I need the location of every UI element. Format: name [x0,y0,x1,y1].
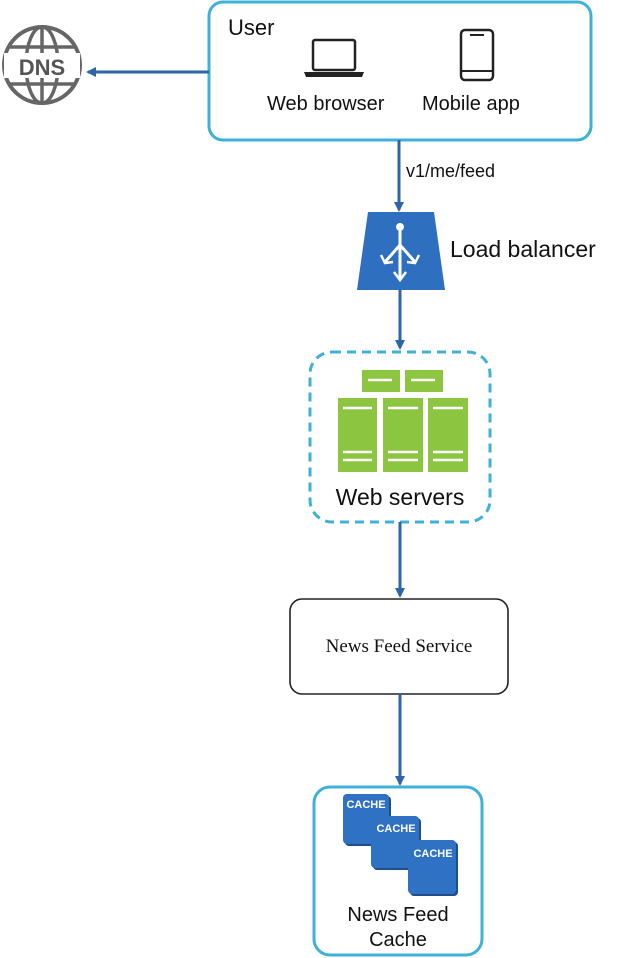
load-balancer-label: Load balancer [450,236,596,262]
load-balancer-icon [357,212,445,290]
globe-icon [2,25,82,105]
cache-label-3: CACHE [413,848,452,860]
news-feed-cache-label-line1: News Feed [347,904,449,926]
web-servers-label: Web servers [335,484,465,510]
cache-label-2: CACHE [376,823,415,835]
cache-label-1: CACHE [346,799,385,811]
laptop-icon [304,38,364,77]
news-feed-service-label: News Feed Service [325,636,473,657]
edge-label-v1-me-feed: v1/me/feed [406,161,496,181]
server-rack-icon [338,370,468,472]
cache-stack-icon: CACHE CACHE CACHE [343,794,458,896]
news-feed-cache-label-line2: Cache [369,929,427,951]
web-browser-label: Web browser [267,93,385,115]
smartphone-icon [459,28,495,82]
user-box-title: User [228,15,275,40]
mobile-app-label: Mobile app [422,93,520,115]
dns-label: DNS [18,55,66,80]
